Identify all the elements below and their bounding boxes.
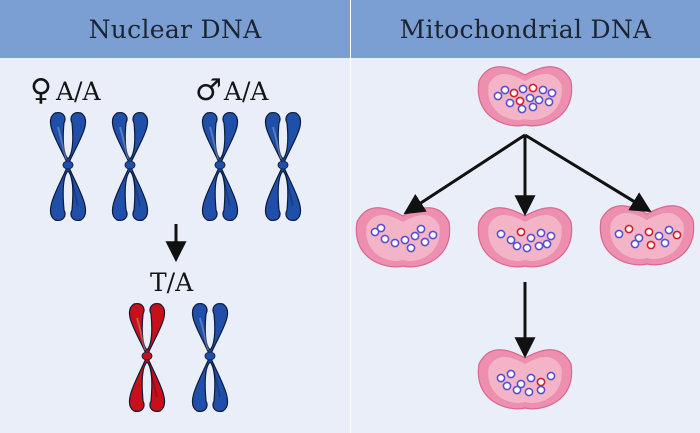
female-symbol-icon: ♀ bbox=[30, 73, 52, 108]
male-chromosome-1 bbox=[201, 112, 239, 221]
offspring-genotype: T/A bbox=[150, 268, 194, 297]
mitochondrion-daughter-1 bbox=[355, 207, 451, 268]
offspring-label: T/A bbox=[150, 270, 193, 295]
mitochondrial-dna-title: Mitochondrial DNA bbox=[399, 14, 652, 44]
mito-arrow-left bbox=[403, 133, 526, 215]
male-chromosome-2 bbox=[264, 112, 302, 221]
nuclear-dna-title: Nuclear DNA bbox=[88, 14, 262, 44]
male-genotype: A/A bbox=[223, 77, 269, 106]
mitochondrial-dna-header: Mitochondrial DNA bbox=[351, 0, 700, 58]
female-chromosome-1 bbox=[49, 112, 87, 221]
mitochondrion-granddaughter bbox=[477, 349, 573, 410]
female-chromosome-2 bbox=[111, 112, 149, 221]
offspring-chromosome-normal bbox=[191, 303, 229, 412]
mito-arrow-right bbox=[524, 133, 652, 213]
offspring-chromosome-mutant bbox=[128, 303, 166, 412]
mitochondrion-daughter-3 bbox=[599, 205, 695, 266]
male-symbol-icon: ♂ bbox=[195, 73, 222, 108]
nuclear-dna-header: Nuclear DNA bbox=[0, 0, 350, 58]
mitochondrion-parent bbox=[477, 66, 573, 127]
female-genotype: A/A bbox=[55, 77, 101, 106]
male-parent-label: ♂A/A bbox=[195, 76, 268, 106]
mitochondrion-daughter-2 bbox=[477, 207, 573, 268]
female-parent-label: ♀A/A bbox=[30, 76, 101, 106]
panel-divider bbox=[350, 0, 351, 433]
